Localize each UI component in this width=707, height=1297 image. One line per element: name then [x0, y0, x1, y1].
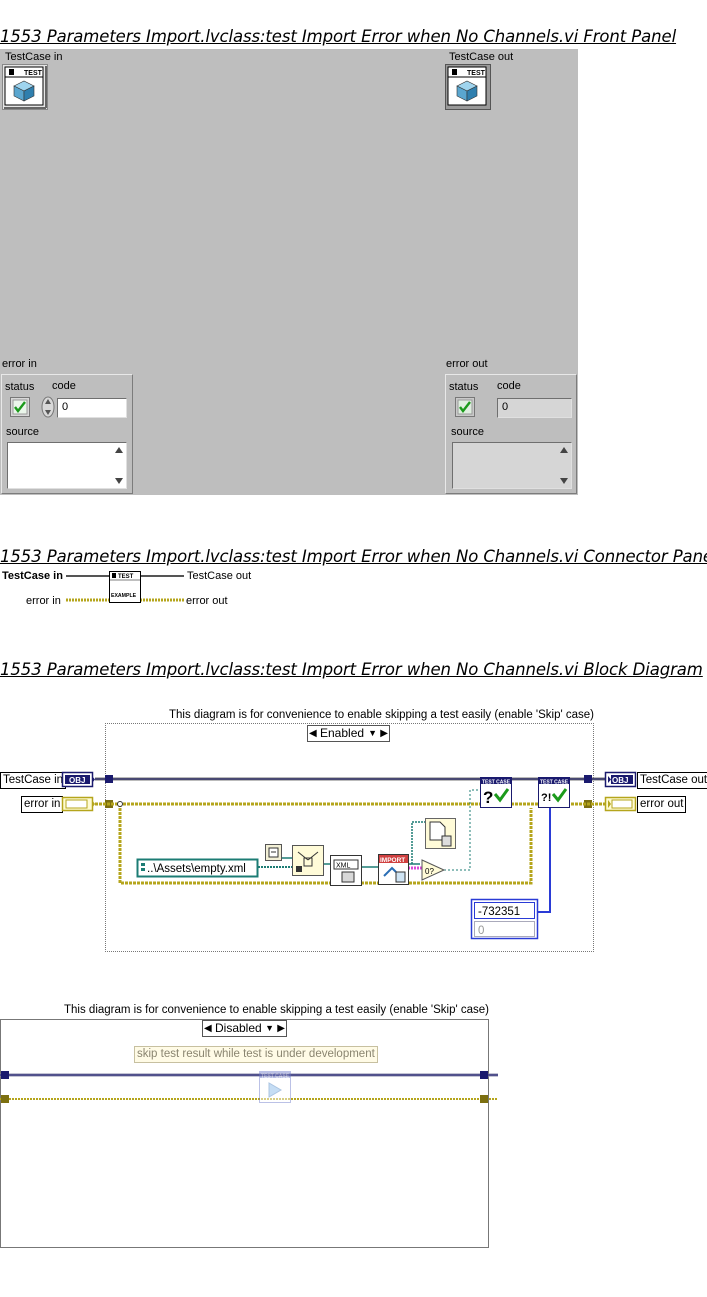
class-tunnel-out [480, 1071, 488, 1079]
enabled-diagram-wires: OBJ TEST CASE ? TEST CASE ?! [61, 771, 637, 940]
error-in-status-toggle[interactable] [10, 397, 30, 417]
connector-pane-heading: 1553 Parameters Import.lvclass:test Impo… [0, 547, 707, 566]
svg-text:TEST: TEST [118, 574, 134, 580]
stepper-arrows-icon [41, 396, 55, 418]
svg-text:EXAMPLE: EXAMPLE [111, 593, 137, 599]
skip-test-node: TEST CASE [259, 1071, 291, 1103]
assert-error-node: TEST CASE ?! [538, 777, 570, 808]
svg-text:TEST CASE: TEST CASE [261, 1074, 290, 1080]
svg-text:?!: ?! [541, 792, 551, 804]
front-panel-heading: 1553 Parameters Import.lvclass:test Impo… [0, 27, 677, 46]
bd-error-in-label: error in [21, 796, 64, 813]
testcase-out-terminal: OBJ [604, 771, 637, 788]
xml-load-node: XML [330, 855, 362, 886]
svg-text:-732351: -732351 [478, 906, 520, 918]
svg-text:OBJ: OBJ [69, 776, 85, 785]
compare-node: 0? [421, 859, 446, 881]
svg-text:0: 0 [478, 925, 484, 937]
class-tunnel-out [584, 775, 592, 783]
svg-text:TEST CASE: TEST CASE [540, 780, 569, 786]
testcase-out-label: TestCase out [449, 51, 514, 63]
error-tunnel-out [480, 1095, 488, 1103]
error-out-code-label: code [497, 380, 521, 392]
error-out-source-label: source [451, 426, 485, 438]
error-out-label: error out [446, 358, 488, 370]
error-out-terminal [604, 796, 637, 812]
testcase-out-indicator: TEST [445, 64, 491, 110]
error-in-source-label: source [6, 426, 40, 438]
cp-error-in-label: error in [26, 595, 61, 607]
path-constant: ..\Assets\empty.xml [136, 858, 259, 878]
error-in-code-stepper[interactable] [41, 396, 55, 418]
enabled-case-comment: This diagram is for convenience to enabl… [169, 709, 595, 721]
error-wire-loop [118, 804, 533, 885]
svg-text:..\Assets\empty.xml: ..\Assets\empty.xml [147, 863, 246, 875]
current-vi-path-node [265, 844, 282, 861]
error-code-constant: -732351 0 [470, 898, 539, 940]
error-in-code-label: code [52, 380, 76, 392]
skip-note: skip test result while test is under dev… [134, 1046, 378, 1063]
svg-text:TEST CASE: TEST CASE [482, 780, 511, 786]
case-dropdown-icon[interactable]: ▼ [368, 728, 377, 738]
class-tunnel-in [105, 775, 113, 783]
error-out-status-led [455, 397, 475, 417]
error-in-label: error in [2, 358, 37, 370]
next-case-arrow-icon[interactable]: ▶ [380, 728, 388, 739]
bd-testcase-out-label: TestCase out [637, 772, 707, 789]
bool-wire [444, 789, 480, 871]
checkmark-icon [455, 397, 475, 417]
svg-text:0?: 0? [425, 867, 434, 876]
svg-text:IMPORT: IMPORT [380, 857, 405, 864]
disabled-case-selector[interactable]: ◀ Disabled ▼ ▶ [202, 1020, 287, 1037]
error-out-status-label: status [449, 381, 479, 393]
connector-pane-diagram: TEST EXAMPLE [66, 571, 184, 603]
import-method-node: IMPORT [378, 854, 409, 885]
svg-text:TEST: TEST [24, 70, 43, 77]
class-tunnel-in [1, 1071, 9, 1079]
error-in-source-field[interactable] [7, 442, 127, 489]
path-wire [411, 821, 425, 864]
error-in-status-label: status [5, 381, 35, 393]
svg-text:OBJ: OBJ [612, 776, 628, 785]
error-out-code-value: 0 [502, 401, 509, 413]
block-diagram-heading: 1553 Parameters Import.lvclass:test Impo… [0, 660, 703, 679]
bd-testcase-in-label: TestCase in [0, 772, 67, 789]
next-case-arrow-icon[interactable]: ▶ [277, 1023, 285, 1034]
assert-boolean-node: TEST CASE ? [480, 777, 512, 808]
prev-case-arrow-icon[interactable]: ◀ [309, 728, 317, 739]
source-scrollbar[interactable] [558, 444, 570, 487]
testcase-icon: TEST [2, 64, 48, 110]
disabled-diagram-wires: TEST CASE [0, 1071, 498, 1103]
testcase-in-control[interactable]: TEST [2, 64, 48, 110]
cp-testcase-in-label: TestCase in [2, 570, 63, 582]
build-path-node [292, 845, 324, 876]
wire-junction [117, 801, 123, 807]
case-dropdown-icon[interactable]: ▼ [265, 1023, 274, 1033]
disabled-case-comment: This diagram is for convenience to enabl… [64, 1004, 490, 1016]
cp-testcase-out-label: TestCase out [187, 570, 252, 582]
error-in-terminal [61, 796, 95, 812]
enabled-case-structure [105, 723, 594, 952]
bd-error-out-label: error out [637, 796, 687, 813]
svg-text:TEST: TEST [467, 70, 486, 77]
error-in-code-field[interactable]: 0 [57, 398, 127, 418]
int-wire [538, 798, 551, 913]
enabled-case-selector[interactable]: ◀ Enabled ▼ ▶ [307, 725, 390, 742]
disabled-case-structure [0, 1019, 489, 1248]
svg-text:?: ? [483, 788, 493, 807]
error-in-code-value: 0 [62, 401, 69, 413]
testcase-icon: TEST [445, 64, 491, 110]
svg-text:XML: XML [336, 863, 351, 870]
error-out-code-field: 0 [497, 398, 572, 418]
testcase-in-terminal: OBJ [61, 771, 95, 788]
source-scrollbar[interactable] [113, 444, 125, 487]
file-refnum-node [425, 818, 456, 849]
error-out-source-field [452, 442, 572, 489]
vi-icon: TEST EXAMPLE [109, 571, 141, 603]
error-tunnel-in [1, 1095, 9, 1103]
prev-case-arrow-icon[interactable]: ◀ [204, 1023, 212, 1034]
cp-error-out-label: error out [186, 595, 228, 607]
testcase-in-label: TestCase in [5, 51, 63, 63]
checkmark-icon [10, 397, 30, 417]
